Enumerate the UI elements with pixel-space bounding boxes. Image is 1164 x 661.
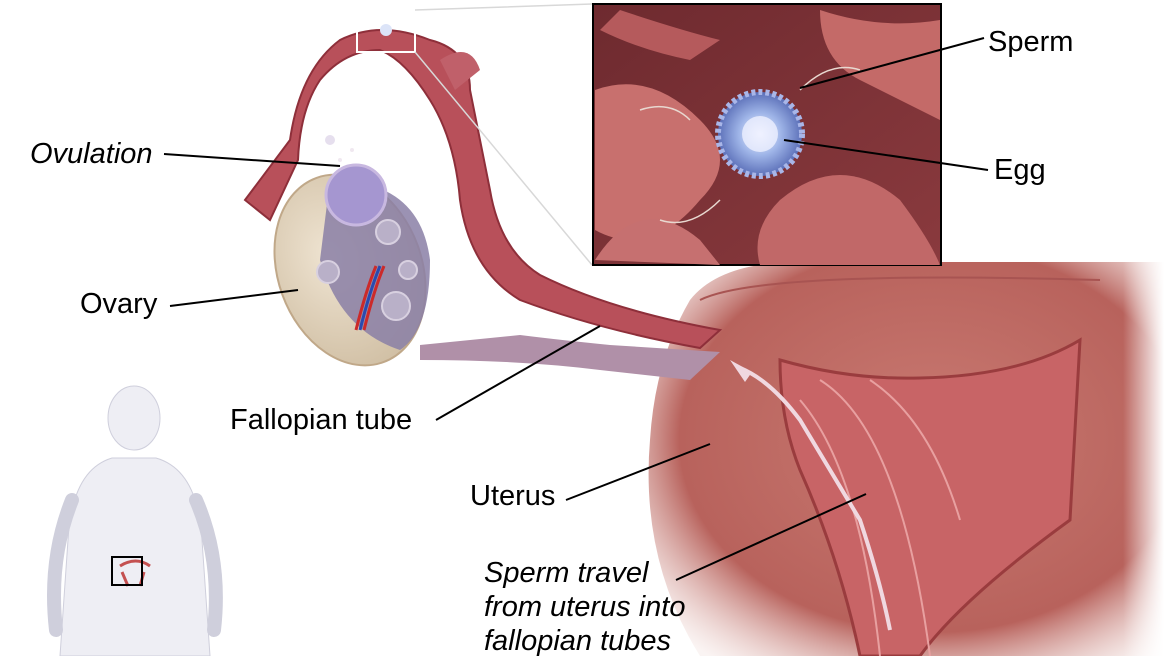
zoom-callout [356, 3, 593, 266]
label-uterus: Uterus [470, 480, 556, 512]
label-sperm-travel: Sperm travel from uterus into fallopian … [484, 556, 724, 658]
leader-fallopian-tube [435, 325, 601, 421]
label-sperm-travel-line: from uterus into [484, 591, 686, 623]
leader-sperm [799, 37, 985, 89]
label-egg: Egg [994, 154, 1046, 186]
label-sperm-travel-line: fallopian tubes [484, 625, 672, 657]
inset-zoom [592, 3, 942, 266]
leader-uterus [565, 443, 711, 501]
label-ovulation: Ovulation [30, 138, 153, 170]
leader-ovary [169, 289, 299, 307]
label-sperm-travel-line: Sperm travel [484, 557, 649, 589]
body-silhouette [47, 385, 223, 657]
label-sperm: Sperm [988, 26, 1074, 58]
location-box [111, 556, 143, 586]
uterus-shape [648, 262, 1164, 658]
label-fallopian-tube: Fallopian tube [230, 404, 413, 436]
leader-sperm-travel [675, 493, 867, 581]
label-ovary: Ovary [80, 288, 158, 320]
leader-egg [783, 139, 989, 171]
fallopian-tube-shape [243, 29, 892, 631]
leader-ovulation [163, 153, 341, 167]
ovary-shape [273, 135, 430, 367]
